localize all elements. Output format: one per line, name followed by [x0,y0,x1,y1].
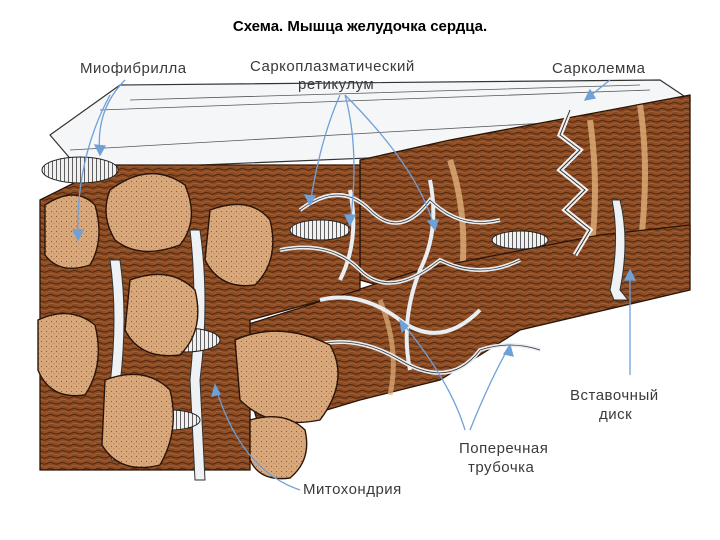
myofibril-cross-sections [37,173,339,480]
label-intercalated-disc-line1: Вставочный [570,387,659,404]
label-t-tubule-line1: Поперечная [459,440,549,457]
diagram-title: Схема. Мышца желудочка сердца. [232,18,488,35]
label-myofibril: Миофибрилла [80,60,187,77]
label-mitochondrion: Митохондрия [303,481,402,498]
label-sarcolemma: Сарколемма [552,60,646,77]
label-t-tubule-line2: трубочка [468,459,535,476]
label-sarcoplasmic-reticulum-line1: Саркоплазматический [250,58,415,75]
label-sarcoplasmic-reticulum-line2: ретикулум [298,76,375,93]
label-pointers [71,79,637,491]
label-intercalated-disc-line2: диск [599,406,633,423]
